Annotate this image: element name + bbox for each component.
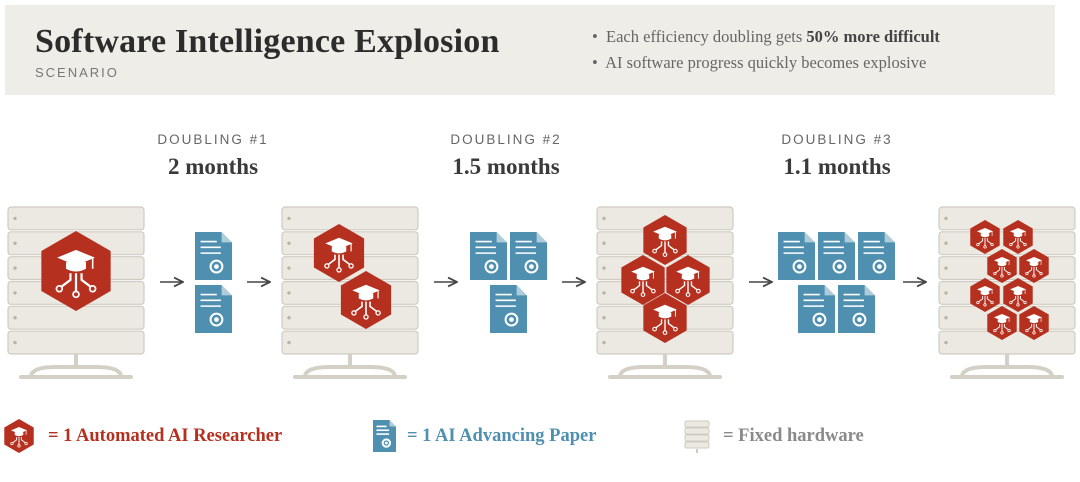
bullet-item-2: • AI software progress quickly becomes e… — [592, 53, 927, 72]
paper-document-icon — [818, 232, 855, 280]
researcher-hexagon-icon — [987, 249, 1017, 283]
legend-hardware-label: = Fixed hardware — [723, 426, 864, 446]
bullet-1-text: Each efficiency doubling gets — [606, 27, 807, 46]
doubling-1-value: 2 months — [167, 154, 259, 179]
researcher-hexagon-icon — [643, 293, 687, 343]
paper-document-icon — [838, 285, 875, 333]
paper-document-icon — [798, 285, 835, 333]
legend-researcher-label: = 1 Automated AI Researcher — [48, 426, 283, 446]
researcher-hexagon-icon — [1019, 249, 1049, 283]
page-title: Software Intelligence Explosion — [35, 23, 500, 60]
doubling-1-label: DOUBLING #1 — [157, 132, 269, 147]
paper-document-icon — [858, 232, 895, 280]
researcher-hexagon-icon — [340, 271, 392, 329]
researcher-hexagon-icon — [987, 306, 1017, 340]
summary-bullets: • Each efficiency doubling gets 50% more… — [592, 27, 940, 79]
legend-hardware-icon — [684, 420, 710, 453]
legend-paper-icon — [373, 420, 396, 452]
researcher-hexagon-icon — [621, 255, 665, 305]
paper-document-icon — [195, 285, 232, 333]
page-subtitle: SCENARIO — [35, 65, 119, 80]
paper-document-icon — [510, 232, 547, 280]
doubling-2-label: DOUBLING #2 — [450, 132, 562, 147]
doubling-2-value: 1.5 months — [452, 154, 560, 179]
researcher-hexagon-icon — [41, 231, 111, 311]
researcher-hexagon-icon — [1019, 306, 1049, 340]
researcher-hexagon-icon — [970, 220, 1000, 254]
researcher-hexagon-icon — [970, 278, 1000, 312]
doubling-3-value: 1.1 months — [783, 154, 891, 179]
researcher-hexagon-icon — [1003, 278, 1033, 312]
paper-document-icon — [490, 285, 527, 333]
bullet-2-text: AI software progress quickly becomes exp… — [605, 53, 927, 72]
paper-document-icon — [778, 232, 815, 280]
bullet-1-emphasis: 50% more difficult — [806, 27, 940, 46]
header-banner — [5, 5, 1055, 95]
bullet-item-1: • Each efficiency doubling gets 50% more… — [592, 27, 940, 46]
paper-document-icon — [195, 232, 232, 280]
researcher-hexagon-icon — [313, 224, 365, 282]
legend-researcher-icon — [4, 419, 34, 453]
paper-document-icon — [470, 232, 507, 280]
legend-paper-label: = 1 AI Advancing Paper — [407, 426, 597, 446]
researcher-hexagon-icon — [666, 255, 710, 305]
researcher-hexagon-icon — [643, 215, 687, 265]
doubling-3-label: DOUBLING #3 — [781, 132, 893, 147]
researcher-hexagon-icon — [1003, 220, 1033, 254]
